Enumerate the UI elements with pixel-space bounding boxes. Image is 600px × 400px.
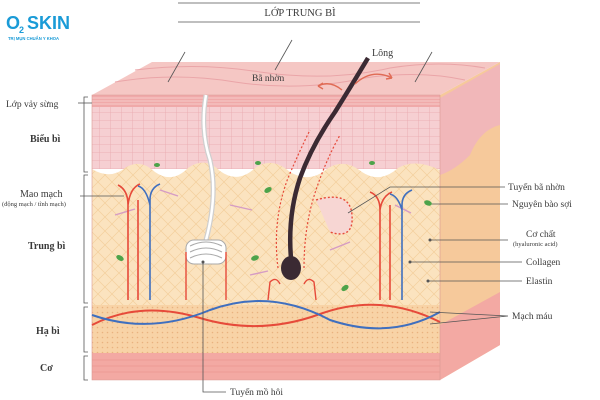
follicle-sheath-left [275, 129, 311, 269]
layer-hypodermis [92, 305, 440, 353]
label-capillaries-sub: (động mạch / tĩnh mạch) [2, 201, 66, 208]
label-sebaceous-gland: Tuyến bã nhờn [508, 182, 565, 193]
label-collagen: Collagen [526, 258, 561, 268]
elastin-fiber [249, 270, 269, 276]
hair-bulb [281, 256, 301, 280]
label-hypodermis: Hạ bì [36, 326, 60, 337]
hair-follicle [267, 56, 370, 301]
sebum-arrowhead-right [385, 72, 393, 80]
label-hair: Lông [372, 48, 393, 59]
brand-name: SKIN [27, 13, 70, 33]
block-outline [91, 94, 441, 381]
sweat-coil [185, 239, 227, 265]
fibroblast-cell [116, 255, 124, 261]
fibroblast-cell [424, 200, 432, 206]
sweat-duct-lumen [202, 94, 215, 241]
brand-subscript: 2 [19, 25, 24, 35]
left-labels: Lớp vảy sừng Biểu bì Mao mạch (động mạch… [2, 96, 124, 381]
brand-logo: O 2 SKIN TRỊ MỤN CHUẨN Y KHOA [6, 13, 70, 41]
capillary-right [369, 189, 413, 300]
label-sebum: Bã nhờn [252, 74, 284, 84]
top-ridge-2 [134, 63, 486, 77]
sweat-gland [185, 94, 227, 300]
page-title: LỚP TRUNG BÌ [264, 7, 336, 19]
bracket-muscle [83, 355, 88, 381]
capillary-artery [117, 183, 141, 300]
follicle-sheath-right [303, 134, 341, 269]
muscle-striations [92, 359, 440, 373]
capillary-vein [137, 183, 161, 300]
fibroblast-cell [251, 255, 259, 261]
label-stratum-corneum: Lớp vảy sừng [6, 100, 59, 110]
label-muscle: Cơ [40, 363, 53, 374]
layer-epidermis [92, 107, 440, 169]
right-face-muscle [440, 292, 500, 380]
sebum-arrows [317, 72, 393, 91]
label-fibroblast: Nguyên bào sợi [512, 200, 572, 210]
leader-dot [201, 260, 205, 264]
label-ground-substance-sub: (hyaluronic acid) [513, 241, 558, 248]
title-block: LỚP TRUNG BÌ [178, 2, 420, 23]
skin-block [91, 62, 500, 381]
sweat-gland-vessel [185, 252, 227, 300]
stratum-lines [92, 97, 440, 105]
capillary-left [117, 183, 161, 300]
bottom-labels: Tuyến mồ hôi [201, 260, 283, 398]
follicle-vessel [267, 278, 317, 301]
label-sweat-gland: Tuyến mồ hôi [230, 387, 283, 398]
bracket-hypodermis [83, 306, 88, 353]
leader-dot [428, 238, 432, 242]
label-dermis: Trung bì [28, 241, 66, 252]
label-elastin: Elastin [526, 277, 553, 287]
fibroblast-cell [255, 161, 261, 165]
elastin-fiber [394, 204, 412, 214]
top-ridge-1 [114, 73, 466, 87]
blood-vessels [91, 300, 441, 330]
sebum-arrowhead-left [317, 82, 324, 90]
layer-dermis [92, 162, 440, 305]
label-epidermis: Biểu bì [30, 134, 61, 145]
leader-dot [426, 279, 430, 283]
hair-shaft [287, 56, 370, 269]
surface-pore-line [414, 51, 433, 83]
leader-dot [408, 260, 412, 264]
fibroblast-cell [154, 163, 160, 167]
brand-prefix: O [6, 13, 20, 33]
vessel-vein [91, 300, 441, 330]
leader-blood-vessels [429, 311, 509, 325]
brand-tagline: TRỊ MỤN CHUẨN Y KHOA [8, 36, 59, 41]
elastin-fiber [159, 189, 179, 197]
label-blood-vessels: Mạch máu [512, 312, 553, 322]
elastin-fiber [329, 241, 351, 251]
label-ground-substance: Cơ chất [526, 229, 556, 240]
bracket-epidermis [83, 96, 88, 173]
elastin-fibers [114, 189, 412, 276]
elastin-fiber [229, 204, 253, 211]
sebaceous-gland [315, 196, 353, 235]
fibroblasts [116, 161, 432, 292]
label-capillaries: Mao mạch [20, 189, 63, 200]
right-face-epidermis [440, 64, 500, 175]
surface-pore-line [167, 51, 186, 83]
layer-muscle [92, 353, 440, 380]
right-labels: Tuyến bã nhờn Nguyên bào sợi Cơ chất (hy… [347, 182, 572, 325]
leader-sebaceous [347, 186, 505, 214]
elastin-fiber [114, 208, 136, 216]
capillary-artery [369, 191, 393, 300]
capillary-vein [389, 189, 413, 300]
fibroblast-cell [369, 161, 375, 165]
surface-lines [167, 39, 433, 83]
sweat-coil-loops [189, 241, 223, 259]
bracket-dermis [83, 174, 88, 304]
leader-sweat-gland [202, 262, 226, 393]
fibroblast-cell [264, 187, 272, 193]
block-top-face [92, 62, 500, 95]
fibroblast-cell [341, 284, 349, 292]
sebum-arrow-right [354, 73, 393, 85]
surface-pore-line [274, 39, 293, 71]
vessel-artery [91, 303, 441, 328]
